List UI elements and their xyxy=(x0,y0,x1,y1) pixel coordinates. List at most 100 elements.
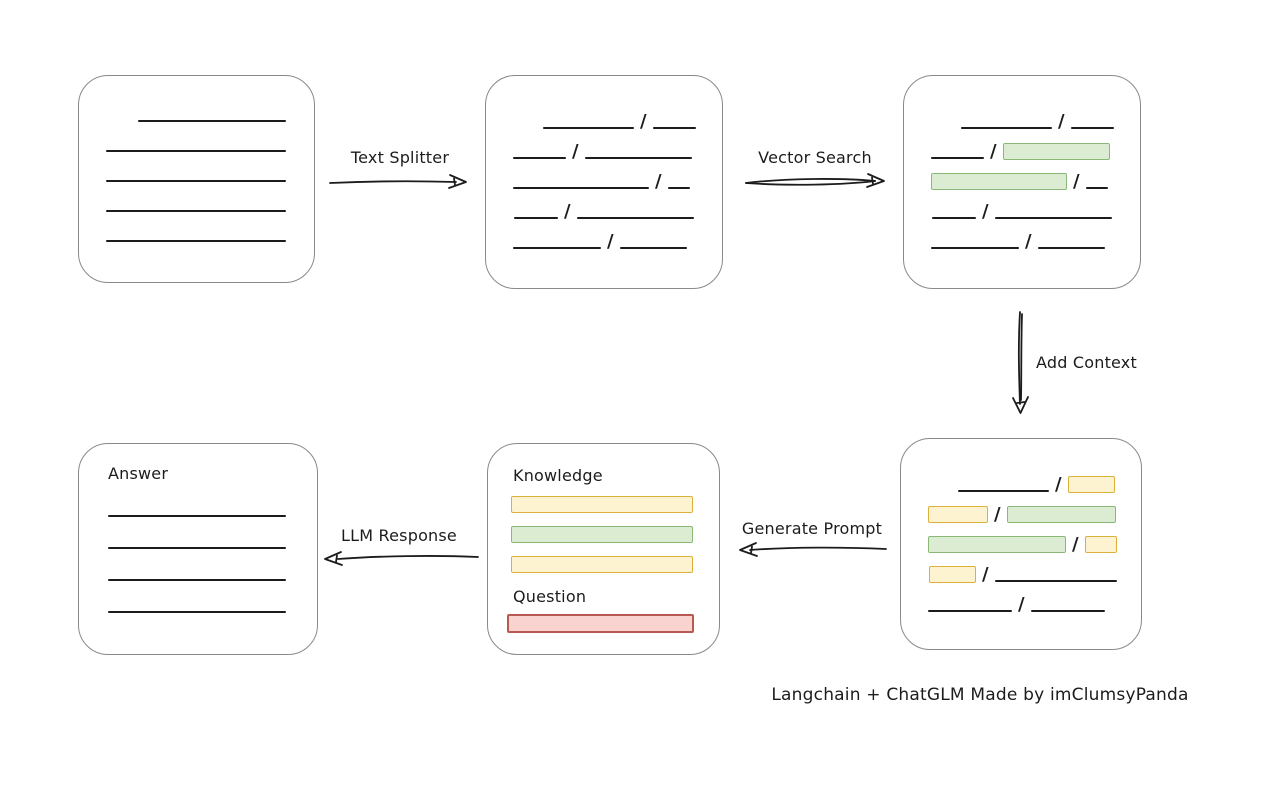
highlight-yellow-segment xyxy=(929,565,976,583)
source-document-box xyxy=(78,75,315,283)
slash-separator: / xyxy=(994,504,1001,525)
text-splitter-arrow-icon xyxy=(329,174,467,189)
text-line xyxy=(106,150,286,152)
text-line-segment xyxy=(1030,610,1105,612)
slash-separator: / xyxy=(1018,594,1025,615)
llm-response-label: LLM Response xyxy=(341,526,457,545)
vector-search-arrow-icon xyxy=(745,173,885,188)
vector-result-rows: / / / / / xyxy=(929,106,1118,256)
text-line-segment xyxy=(667,187,690,189)
text-line-segment xyxy=(514,217,558,219)
answer-label: Answer xyxy=(108,464,169,483)
text-line-segment xyxy=(1070,127,1114,129)
chunk-row: / xyxy=(932,196,1118,226)
text-line-segment xyxy=(994,580,1117,582)
slash-separator: / xyxy=(607,231,614,252)
text-line-segment xyxy=(1085,187,1108,189)
chunk-row: / xyxy=(929,559,1119,589)
slash-separator: / xyxy=(640,111,647,132)
slash-separator: / xyxy=(1072,534,1079,555)
text-line-segment xyxy=(958,490,1049,492)
slash-separator: / xyxy=(655,171,662,192)
chunk-row: / xyxy=(931,136,1118,166)
question-label: Question xyxy=(513,587,587,606)
text-line-segment xyxy=(513,187,649,189)
chunk-row: / xyxy=(931,166,1118,196)
chunk-row: / xyxy=(931,226,1118,256)
chunk-row: / xyxy=(513,136,700,166)
context-rows: / / / / / xyxy=(926,469,1119,619)
document-lines xyxy=(106,106,292,256)
knowledge-label: Knowledge xyxy=(513,466,603,485)
slash-separator: / xyxy=(1055,474,1062,495)
answer-text-line xyxy=(108,515,286,517)
answer-box: Answer xyxy=(78,443,318,655)
add-context-label: Add Context xyxy=(1036,353,1137,372)
slash-separator: / xyxy=(982,201,989,222)
text-line-segment xyxy=(928,610,1012,612)
generate-prompt-label: Generate Prompt xyxy=(741,519,883,538)
slash-separator: / xyxy=(990,141,997,162)
add-context-arrow-icon xyxy=(1012,311,1029,414)
highlight-green-segment xyxy=(1002,142,1110,160)
slash-separator: / xyxy=(572,141,579,162)
vector-search-label: Vector Search xyxy=(758,148,872,167)
yellow-bar xyxy=(511,496,693,513)
chunk-row: / xyxy=(513,226,700,256)
text-line-row xyxy=(138,106,292,136)
text-line-row xyxy=(106,196,292,226)
highlight-yellow-segment xyxy=(1067,475,1115,493)
answer-lines xyxy=(108,515,286,643)
text-line xyxy=(106,180,286,182)
chunk-row: / xyxy=(961,106,1118,136)
split-chunks-box: / / / / / xyxy=(485,75,723,289)
slash-separator: / xyxy=(564,201,571,222)
text-line-segment xyxy=(652,127,696,129)
text-line xyxy=(138,120,286,122)
answer-text-line xyxy=(108,547,286,549)
answer-text-line xyxy=(108,579,286,581)
chunk-row: / xyxy=(958,469,1119,499)
text-line-row xyxy=(106,136,292,166)
chunk-row: / xyxy=(928,499,1119,529)
text-line-segment xyxy=(994,217,1112,219)
llm-response-arrow-icon xyxy=(324,551,479,566)
text-line-segment xyxy=(513,157,566,159)
highlight-yellow-segment xyxy=(1084,535,1117,553)
text-line-segment xyxy=(961,127,1052,129)
text-line-segment xyxy=(576,217,694,219)
text-line xyxy=(106,240,286,242)
generate-prompt-arrow-icon xyxy=(739,542,887,557)
knowledge-bars xyxy=(511,496,693,586)
green-bar xyxy=(511,526,693,543)
text-line-segment xyxy=(584,157,692,159)
text-line-segment xyxy=(543,127,634,129)
slash-separator: / xyxy=(1058,111,1065,132)
context-box: / / / / / xyxy=(900,438,1142,650)
highlight-yellow-segment xyxy=(928,505,988,523)
text-line-segment xyxy=(932,217,976,219)
text-line-row xyxy=(106,166,292,196)
chunk-row: / xyxy=(928,529,1119,559)
vector-search-results-box: / / / / / xyxy=(903,75,1141,289)
slash-separator: / xyxy=(1025,231,1032,252)
slash-separator: / xyxy=(982,564,989,585)
text-line-segment xyxy=(513,247,601,249)
highlight-green-segment xyxy=(928,535,1066,553)
chunk-rows: / / / / / xyxy=(511,106,700,256)
text-line xyxy=(106,210,286,212)
text-line-segment xyxy=(619,247,687,249)
chunk-row: / xyxy=(513,166,700,196)
answer-text-line xyxy=(108,611,286,613)
diagram-caption: Langchain + ChatGLM Made by imClumsyPand… xyxy=(771,685,1189,705)
text-line-segment xyxy=(931,247,1019,249)
question-bars xyxy=(507,614,694,633)
chunk-row: / xyxy=(543,106,700,136)
slash-separator: / xyxy=(1073,171,1080,192)
text-splitter-label: Text Splitter xyxy=(350,148,450,167)
text-line-segment xyxy=(931,157,984,159)
chunk-row: / xyxy=(928,589,1119,619)
highlight-green-segment xyxy=(931,172,1067,190)
prompt-box: Knowledge Question xyxy=(487,443,720,655)
